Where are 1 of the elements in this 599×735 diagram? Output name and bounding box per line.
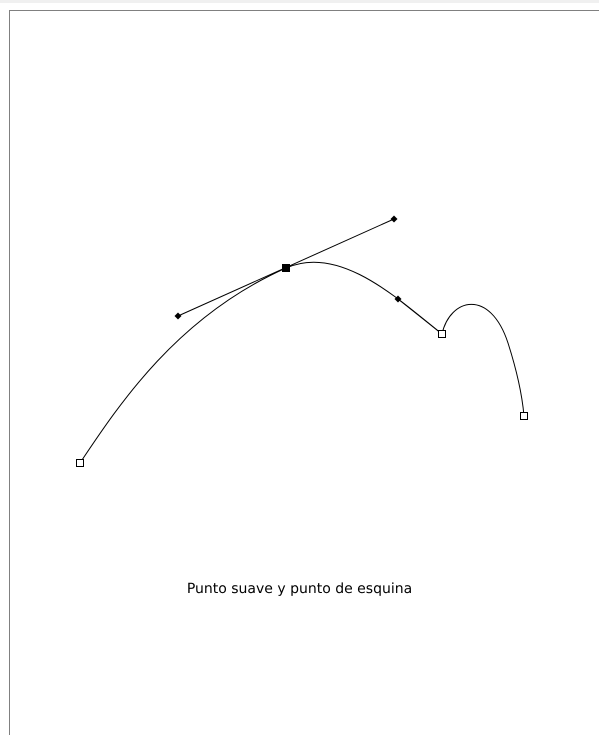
caption: Punto suave y punto de esquina	[186, 581, 414, 597]
